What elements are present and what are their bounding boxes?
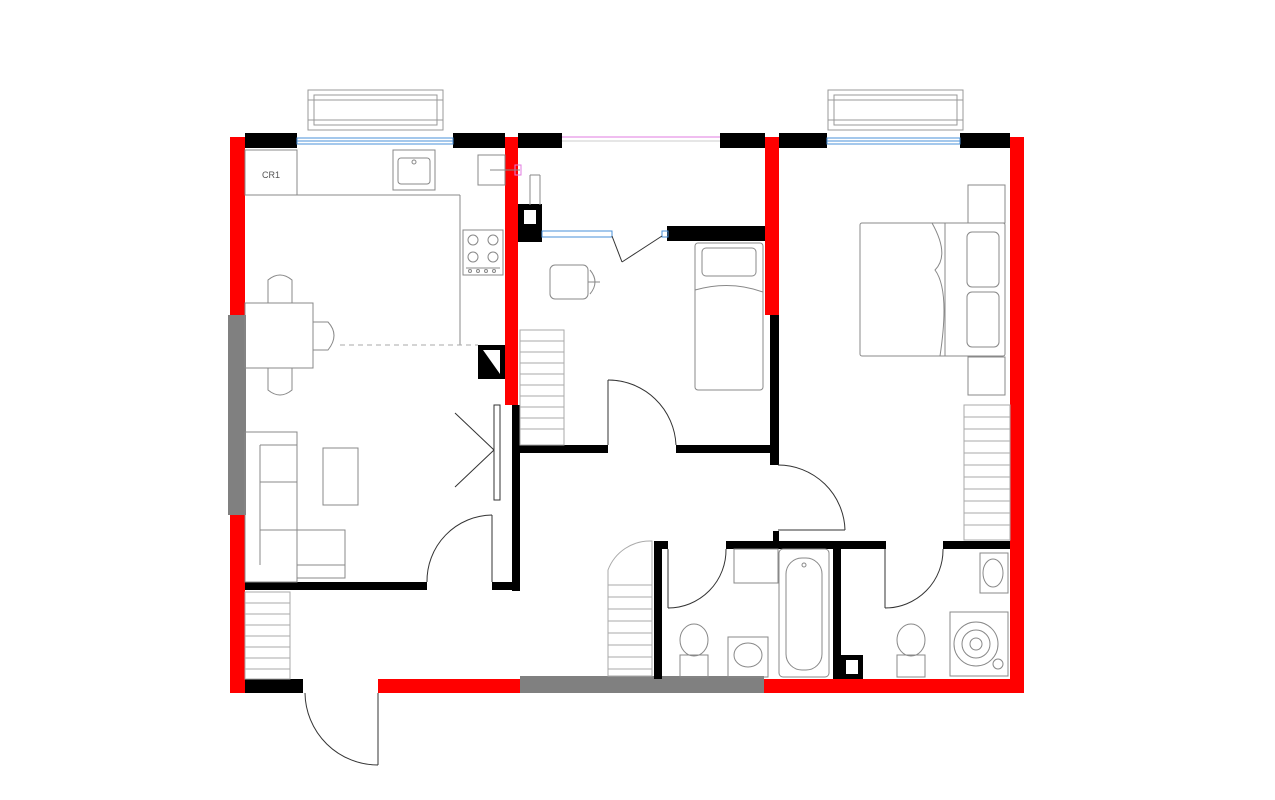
exterior-wall-left-top	[230, 137, 245, 315]
sofa-chaise	[296, 529, 346, 579]
bath-wall-top-2	[726, 541, 886, 549]
bedroom-2-furniture	[859, 184, 1006, 396]
living-folding-door	[493, 404, 501, 501]
study-furniture	[529, 174, 600, 300]
balcony-rail-left	[307, 89, 444, 131]
double-bed-pillow-2	[966, 291, 1000, 348]
nightstand-bottom	[967, 356, 1006, 396]
window-panel-bottom	[520, 676, 764, 693]
fridge-label: CR1	[262, 170, 280, 180]
nightstand-top	[967, 184, 1006, 224]
stairs-study	[519, 329, 565, 446]
bedroom-door-arc	[777, 464, 846, 531]
bedroom-1-furniture	[694, 242, 764, 391]
wall-top-1	[245, 133, 297, 148]
study-door-arc	[607, 379, 677, 446]
duct-box-inner	[846, 660, 858, 674]
double-bed	[859, 222, 1006, 357]
dining-chair-top	[267, 274, 293, 303]
bath-door-arc	[667, 548, 727, 609]
double-bed-pillow-1	[966, 231, 1000, 288]
hall-wall-vertical	[512, 405, 520, 591]
living-wall-bottom	[245, 582, 427, 590]
toilet-2	[896, 654, 926, 678]
living-furniture	[244, 274, 359, 583]
wall-top-2	[453, 133, 505, 148]
toilet-1	[679, 654, 709, 678]
window-panel-left	[228, 315, 246, 515]
sink	[392, 149, 436, 191]
wc-door-arc	[884, 548, 944, 609]
stairs	[244, 329, 1011, 680]
single-bed	[694, 242, 764, 391]
kitchen-furniture: CR1	[244, 149, 520, 345]
stairs-bedroom	[963, 404, 1011, 541]
bedroom-wall-right	[770, 315, 779, 465]
single-bed-pillow	[701, 247, 757, 277]
entry-door-arc	[304, 692, 379, 766]
stove	[462, 229, 504, 276]
window-hall-glass	[541, 230, 613, 238]
doors	[304, 235, 944, 766]
dining-chair-right	[313, 321, 335, 351]
bath-wall-top-3	[943, 541, 1010, 549]
bathtub	[778, 548, 830, 678]
bath-cabinet	[733, 548, 779, 584]
chimney-flue	[483, 350, 500, 374]
washbasin-1	[727, 636, 769, 678]
exterior-wall-right	[1010, 137, 1024, 693]
balcony-rail-right	[827, 89, 964, 131]
wall-top-5	[779, 133, 827, 148]
shaft-inner	[524, 210, 536, 224]
bathroom-fixtures	[679, 548, 1009, 678]
exterior-wall-mid-2	[765, 137, 779, 315]
desk-chair	[549, 264, 589, 300]
stairs-entry	[244, 591, 291, 680]
coffee-table	[322, 447, 359, 506]
windows	[296, 136, 961, 238]
bath-wall-left	[654, 541, 662, 679]
washbasin-2	[979, 552, 1009, 594]
living-wall-bottom-2	[492, 582, 520, 590]
exterior-wall-left-bottom	[230, 515, 245, 693]
exterior-wall-bottom-right	[763, 679, 1024, 693]
bath-wall-mid	[833, 541, 841, 679]
shower-tray	[949, 611, 1009, 677]
bedroom-wall-top	[667, 226, 765, 241]
study-wall-bottom-1	[520, 445, 608, 453]
wall-top-6	[960, 133, 1010, 148]
exterior-walls	[230, 137, 1024, 693]
dining-table	[244, 302, 314, 369]
exterior-wall-mid-1	[505, 137, 518, 405]
exterior-wall-bottom-left	[378, 679, 520, 693]
dining-chair-bottom	[267, 368, 293, 396]
stairs-hall	[607, 540, 653, 677]
living-door-arc	[426, 514, 493, 583]
study-wall-bottom-2	[676, 445, 778, 453]
bath-wall-stub	[773, 531, 779, 545]
wall-top-3	[518, 133, 562, 148]
interior-walls	[245, 133, 1010, 693]
sofa	[244, 431, 298, 583]
entry-wall-stub	[245, 679, 303, 693]
wall-top-4	[720, 133, 765, 148]
window-panels	[228, 315, 764, 693]
